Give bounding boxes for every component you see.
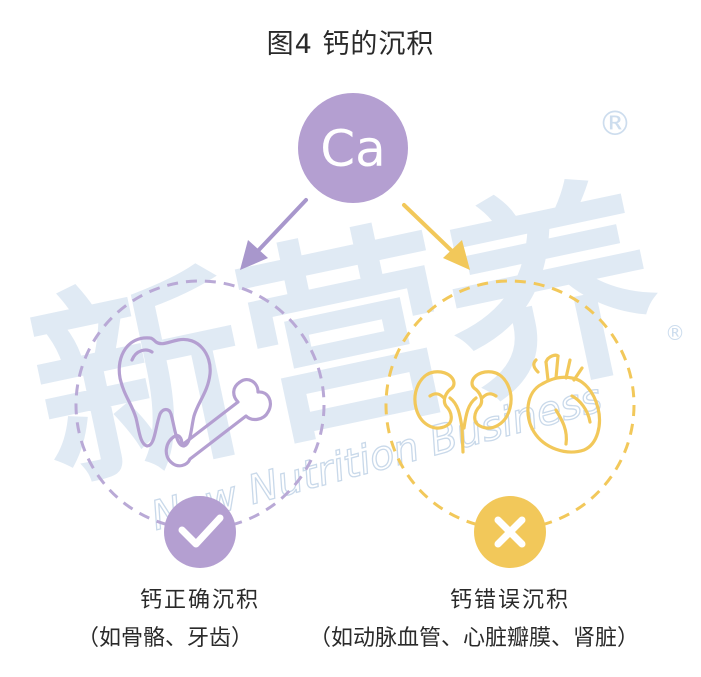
watermark-registered-mark-1: ®	[598, 104, 632, 144]
wrong-examples: （如动脉血管、心脏瓣膜、肾脏）	[308, 626, 639, 651]
correct-examples: （如骨骼、牙齿）	[76, 626, 253, 651]
tooth-icon	[117, 336, 212, 448]
heart-icon	[526, 353, 602, 454]
correct-label: 钙正确沉积	[139, 588, 260, 613]
wrong-badge	[474, 496, 546, 568]
diagram-title: 图4 钙的沉积	[266, 29, 435, 60]
cross-icon	[494, 516, 526, 548]
wrong-label: 钙错误沉积	[449, 588, 570, 613]
calcium-node: Ca	[298, 93, 408, 203]
calcium-symbol: Ca	[320, 120, 386, 178]
kidneys-icon	[413, 370, 513, 454]
check-icon	[178, 514, 224, 548]
arrow-to-correct	[240, 198, 308, 270]
correct-badge	[164, 496, 236, 568]
watermark-registered-mark-2: ®	[665, 321, 685, 345]
bone-icon	[164, 378, 272, 468]
arrow-to-wrong	[402, 203, 470, 270]
